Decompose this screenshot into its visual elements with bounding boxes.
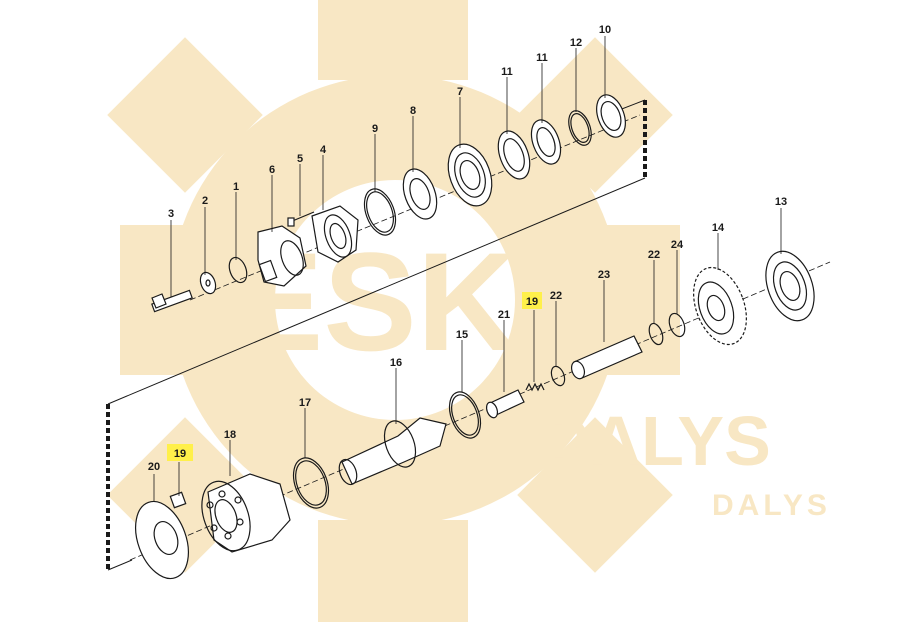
callout-11-b: 11 xyxy=(536,52,548,64)
part-16-shaft xyxy=(338,417,447,486)
leader-lines xyxy=(153,36,782,502)
highlight-19-upper xyxy=(522,292,542,309)
callout-6: 6 xyxy=(269,164,275,176)
callout-19-upper: 19 xyxy=(526,296,538,308)
callout-14: 14 xyxy=(712,222,725,234)
callout-11-a: 11 xyxy=(501,66,513,78)
callout-12: 12 xyxy=(570,37,582,49)
part-18-housing xyxy=(201,473,291,553)
watermark-brand-line2: DALYS xyxy=(540,402,771,480)
part-11-ring-b xyxy=(530,119,562,165)
part-21-valve xyxy=(485,389,525,419)
callout-18: 18 xyxy=(224,429,236,441)
part-20-disc xyxy=(135,500,189,580)
callout-4: 4 xyxy=(320,144,327,156)
part-5-screw xyxy=(287,211,315,227)
section-frame xyxy=(106,99,647,571)
callout-2: 2 xyxy=(202,195,208,207)
part-8-ring xyxy=(402,168,438,220)
callout-17: 17 xyxy=(299,397,311,409)
part-4-cover xyxy=(311,205,359,263)
part-15-oring xyxy=(448,391,482,439)
part-3-bolt xyxy=(151,289,193,313)
callout-10: 10 xyxy=(599,24,611,36)
callout-22-b: 22 xyxy=(648,249,660,261)
callout-20: 20 xyxy=(148,461,160,473)
part-6-flange-yoke xyxy=(257,225,307,287)
part-13-bearing xyxy=(765,250,815,322)
part-22-oring-b xyxy=(648,322,664,346)
callout-16: 16 xyxy=(390,357,402,369)
callout-24: 24 xyxy=(671,239,684,251)
part-24-snap-ring xyxy=(668,312,686,338)
part-9-oring xyxy=(363,188,397,236)
callout-21: 21 xyxy=(498,309,510,321)
callout-7: 7 xyxy=(457,86,463,98)
callout-3: 3 xyxy=(168,208,174,220)
callout-15: 15 xyxy=(456,329,468,341)
callout-1: 1 xyxy=(233,181,239,193)
part-14-gear xyxy=(693,266,747,346)
callout-22-a: 22 xyxy=(550,290,562,302)
watermark-brand-small: DALYS xyxy=(712,489,831,522)
part-1-oring xyxy=(228,256,248,284)
callout-19-lower: 19 xyxy=(174,448,186,460)
callout-5: 5 xyxy=(297,153,303,165)
callout-8: 8 xyxy=(410,105,416,117)
part-19-plug-lower xyxy=(169,491,187,509)
part-12-snap-ring xyxy=(568,110,592,146)
part-23-pin xyxy=(570,335,643,380)
part-2-washer xyxy=(199,271,217,295)
part-19-spring-upper xyxy=(525,382,545,392)
part-10-seal xyxy=(596,94,626,138)
part-7-bearing xyxy=(447,143,493,207)
part-11-ring-a xyxy=(497,130,531,180)
part-17-oring xyxy=(292,457,330,509)
callout-9: 9 xyxy=(372,123,378,135)
callout-23: 23 xyxy=(598,269,610,281)
part-22-oring-a xyxy=(550,365,566,387)
callout-13: 13 xyxy=(775,196,787,208)
highlight-19-lower xyxy=(167,444,193,461)
